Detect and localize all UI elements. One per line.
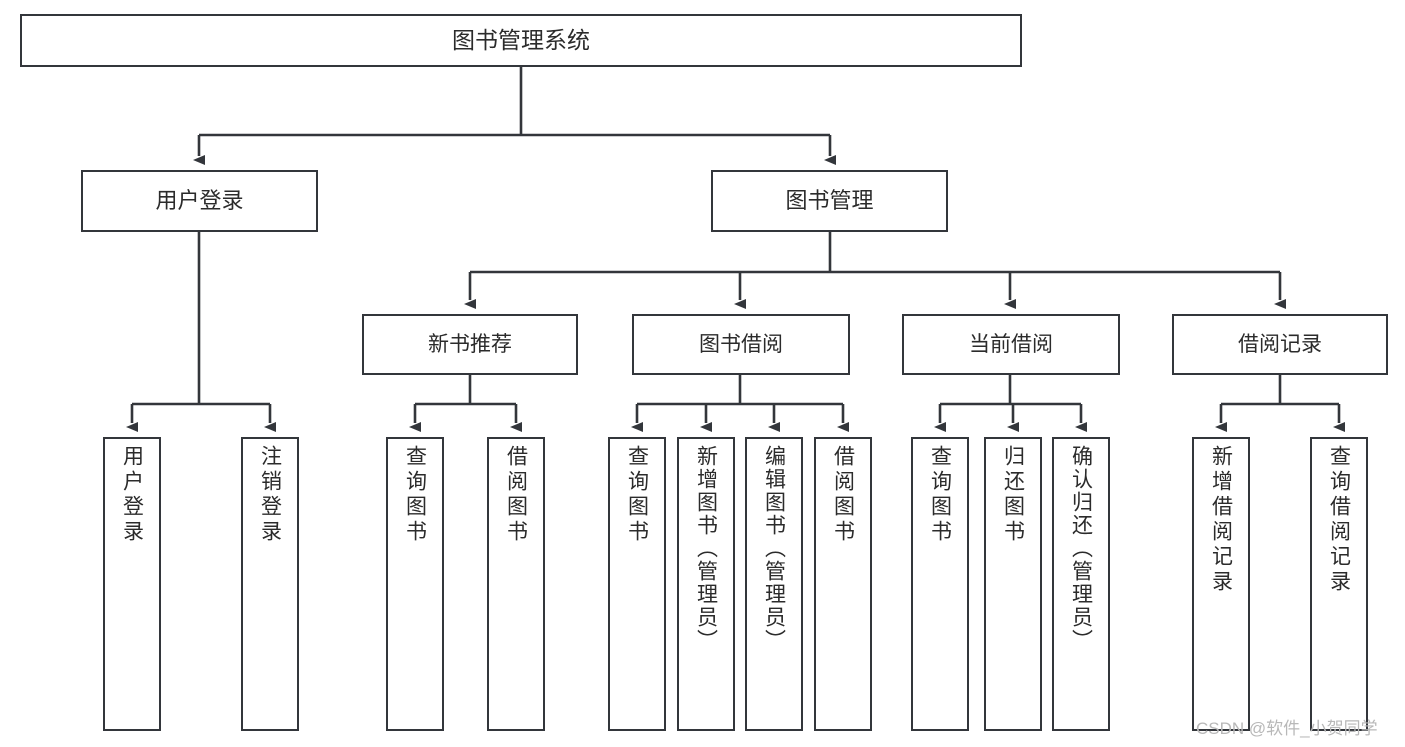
leaf-confirm-return-admin[interactable]: 确认归还（管理员） xyxy=(1052,437,1110,731)
leaf-query-book-current-label: 查询图书 xyxy=(928,445,952,545)
leaf-logout-label: 注销登录 xyxy=(258,445,282,545)
leaf-add-book-admin[interactable]: 新增图书（管理员） xyxy=(677,437,735,731)
leaf-borrow-book-borrow-label: 借阅图书 xyxy=(831,445,855,545)
leaf-edit-book-admin[interactable]: 编辑图书（管理员） xyxy=(745,437,803,731)
node-root[interactable]: 图书管理系统 xyxy=(20,14,1022,67)
leaf-return-book[interactable]: 归还图书 xyxy=(984,437,1042,731)
leaf-query-book-current[interactable]: 查询图书 xyxy=(911,437,969,731)
leaf-add-book-admin-label: 新增图书（管理员） xyxy=(694,445,718,652)
leaf-confirm-return-admin-label: 确认归还（管理员） xyxy=(1069,445,1093,652)
leaf-logout[interactable]: 注销登录 xyxy=(241,437,299,731)
leaf-add-borrow-record-label: 新增借阅记录 xyxy=(1209,445,1233,595)
leaf-borrow-book-borrow[interactable]: 借阅图书 xyxy=(814,437,872,731)
leaf-user-login[interactable]: 用户登录 xyxy=(103,437,161,731)
node-new-book-recommend[interactable]: 新书推荐 xyxy=(362,314,578,375)
node-borrow-record-label: 借阅记录 xyxy=(1238,332,1322,356)
leaf-borrow-book-recommend[interactable]: 借阅图书 xyxy=(487,437,545,731)
node-new-book-recommend-label: 新书推荐 xyxy=(428,332,512,356)
leaf-query-borrow-record[interactable]: 查询借阅记录 xyxy=(1310,437,1368,731)
node-current-borrow-label: 当前借阅 xyxy=(969,332,1053,356)
leaf-query-book-recommend-label: 查询图书 xyxy=(403,445,427,545)
node-book-management[interactable]: 图书管理 xyxy=(711,170,948,232)
leaf-user-login-label: 用户登录 xyxy=(120,445,144,545)
leaf-query-book-borrow-label: 查询图书 xyxy=(625,445,649,545)
leaf-borrow-book-recommend-label: 借阅图书 xyxy=(504,445,528,545)
leaf-edit-book-admin-label: 编辑图书（管理员） xyxy=(762,445,786,652)
leaf-return-book-label: 归还图书 xyxy=(1001,445,1025,545)
leaf-query-book-borrow[interactable]: 查询图书 xyxy=(608,437,666,731)
node-current-borrow[interactable]: 当前借阅 xyxy=(902,314,1120,375)
node-book-borrow[interactable]: 图书借阅 xyxy=(632,314,850,375)
leaf-query-borrow-record-label: 查询借阅记录 xyxy=(1327,445,1351,595)
node-user-login-label: 用户登录 xyxy=(155,187,244,213)
node-user-login[interactable]: 用户登录 xyxy=(81,170,318,232)
node-book-borrow-label: 图书借阅 xyxy=(699,332,783,356)
node-root-label: 图书管理系统 xyxy=(452,26,590,53)
node-borrow-record[interactable]: 借阅记录 xyxy=(1172,314,1388,375)
watermark: CSDN @软件_小贺同学 xyxy=(1196,719,1378,738)
leaf-query-book-recommend[interactable]: 查询图书 xyxy=(386,437,444,731)
leaf-add-borrow-record[interactable]: 新增借阅记录 xyxy=(1192,437,1250,731)
node-book-management-label: 图书管理 xyxy=(785,187,874,213)
